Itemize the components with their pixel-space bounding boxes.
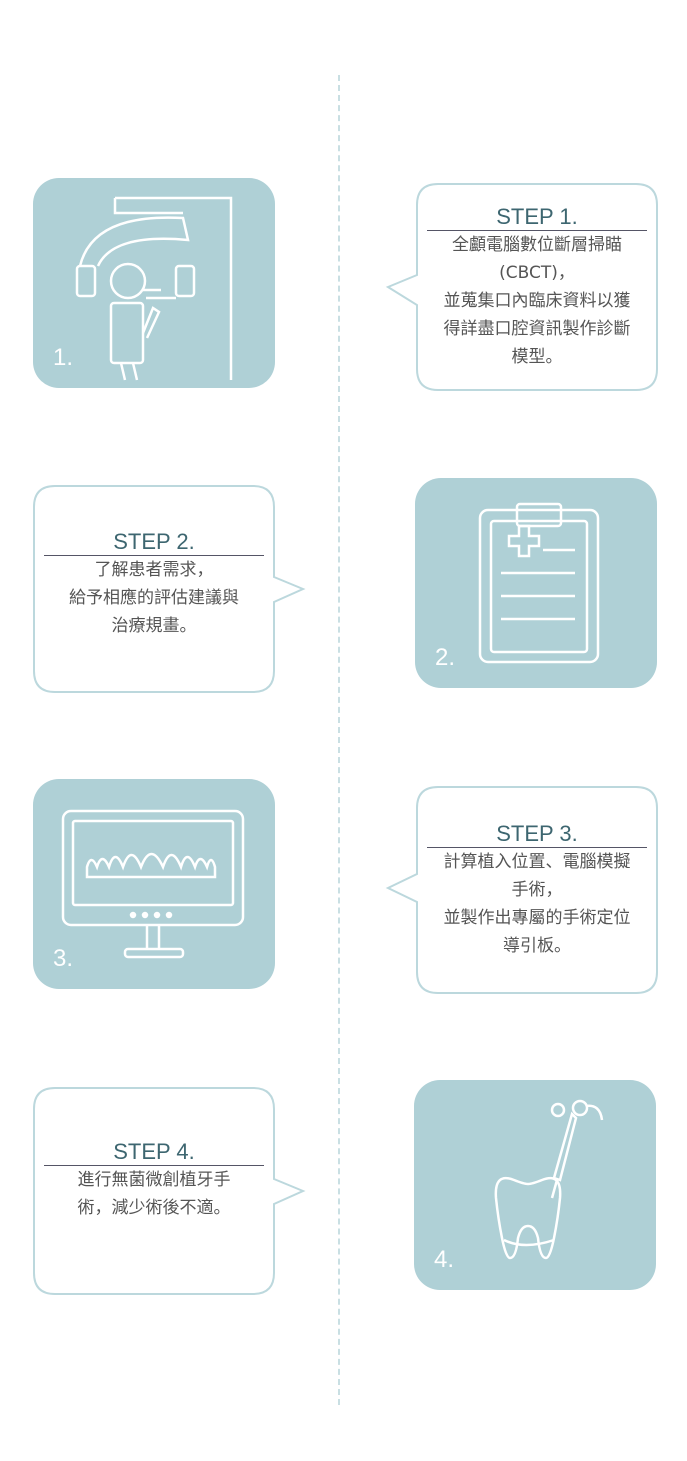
cbct-scanner-icon: [75, 196, 233, 381]
desc-line: (CBCT)，: [499, 262, 575, 283]
step-title: STEP 2.: [44, 529, 264, 556]
step-description: 進行無菌微創植牙手 術，減少術後不適。: [42, 1166, 266, 1222]
step-number: 4.: [434, 1246, 455, 1273]
step-title: STEP 3.: [427, 821, 647, 848]
step-4-tile: 4.: [414, 1080, 656, 1290]
desc-line: 給予相應的評估建議與: [69, 588, 239, 608]
desc-line: 並蒐集口內臨床資料以獲: [443, 290, 631, 311]
step-title: STEP 1.: [427, 204, 647, 231]
step-1-bubble: STEP 1. 全顱電腦數位斷層掃瞄 (CBCT)， 並蒐集口內臨床資料以獲 得…: [385, 183, 658, 391]
desc-line: 並製作出專屬的手術定位: [443, 907, 631, 928]
desc-line: 導引板。: [503, 935, 571, 956]
step-description: 全顱電腦數位斷層掃瞄 (CBCT)， 並蒐集口內臨床資料以獲 得詳盡口腔資訊製作…: [425, 231, 649, 371]
tooth-syringe-icon: [494, 1099, 604, 1260]
step-number: 3.: [53, 945, 74, 972]
step-description: 計算植入位置、電腦模擬 手術， 並製作出專屬的手術定位 導引板。: [425, 848, 649, 960]
step-number: 1.: [53, 344, 74, 371]
desc-line: 治療規畫。: [111, 616, 197, 636]
step-2-tile: 2.: [415, 478, 657, 688]
step-description: 了解患者需求， 給予相應的評估建議與 治療規畫。: [42, 556, 266, 640]
step-title: STEP 4.: [44, 1139, 264, 1166]
step-1-tile: 1.: [33, 178, 275, 388]
step-4-bubble: STEP 4. 進行無菌微創植牙手 術，減少術後不適。: [33, 1087, 306, 1295]
monitor-teeth-icon: [61, 809, 245, 959]
step-number: 2.: [435, 644, 456, 671]
desc-line: 得詳盡口腔資訊製作診斷: [443, 318, 631, 339]
desc-line: 了解患者需求，: [94, 560, 214, 580]
desc-line: 全顱電腦數位斷層掃瞄: [452, 234, 622, 255]
desc-line: 進行無菌微創植牙手: [77, 1170, 231, 1190]
desc-line: 術，減少術後不適。: [77, 1198, 231, 1218]
step-3-tile: 3.: [33, 779, 275, 989]
step-2-bubble: STEP 2. 了解患者需求， 給予相應的評估建議與 治療規畫。: [33, 485, 306, 693]
desc-line: 計算植入位置、電腦模擬: [443, 851, 631, 872]
timeline-divider: [338, 75, 340, 1405]
desc-line: 手術，: [511, 879, 563, 900]
clipboard-medical-icon: [478, 502, 600, 664]
desc-line: 模型。: [511, 346, 563, 367]
step-3-bubble: STEP 3. 計算植入位置、電腦模擬 手術， 並製作出專屬的手術定位 導引板。: [385, 786, 658, 994]
